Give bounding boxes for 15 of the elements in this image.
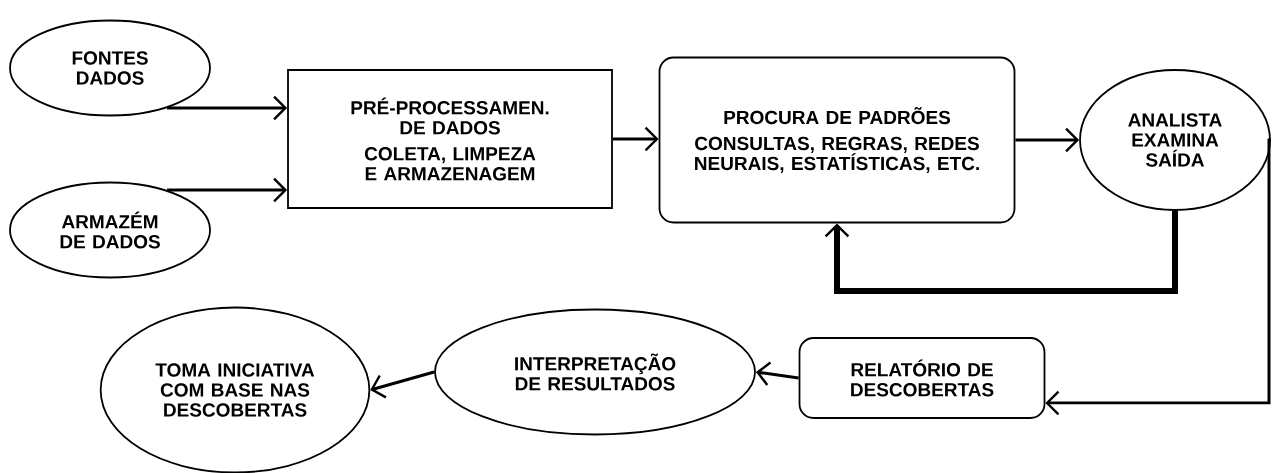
ellipse-node: INTERPRETAÇÃO DE RESULTADOS [434, 308, 756, 436]
ellipse-node: ARMAZÉM DE DADOS [9, 181, 211, 279]
arrow [755, 361, 799, 386]
ellipse-node: FONTES DADOS [9, 19, 211, 117]
arrow [370, 370, 435, 399]
process-box: RELATÓRIO DE DESCOBERTAS [798, 337, 1046, 419]
process-box: PROCURA DE PADRÕES CONSULTAS, REGRAS, REDES NEURAIS, ESTATÍSTICAS, ETC. [658, 56, 1016, 224]
arrow [612, 126, 659, 152]
ellipse-node: ANALISTA EXAMINA SAÍDA [1079, 69, 1271, 211]
arrow [1015, 127, 1080, 153]
arrow [824, 210, 1178, 294]
arrow [167, 95, 288, 121]
process-box: PRÉ-PROCESSAMEN. DE DADOS COLETA, LIMPEZA E ARMAZENAGEM [287, 69, 613, 209]
arrow [167, 177, 288, 203]
arrow [1045, 138, 1272, 416]
